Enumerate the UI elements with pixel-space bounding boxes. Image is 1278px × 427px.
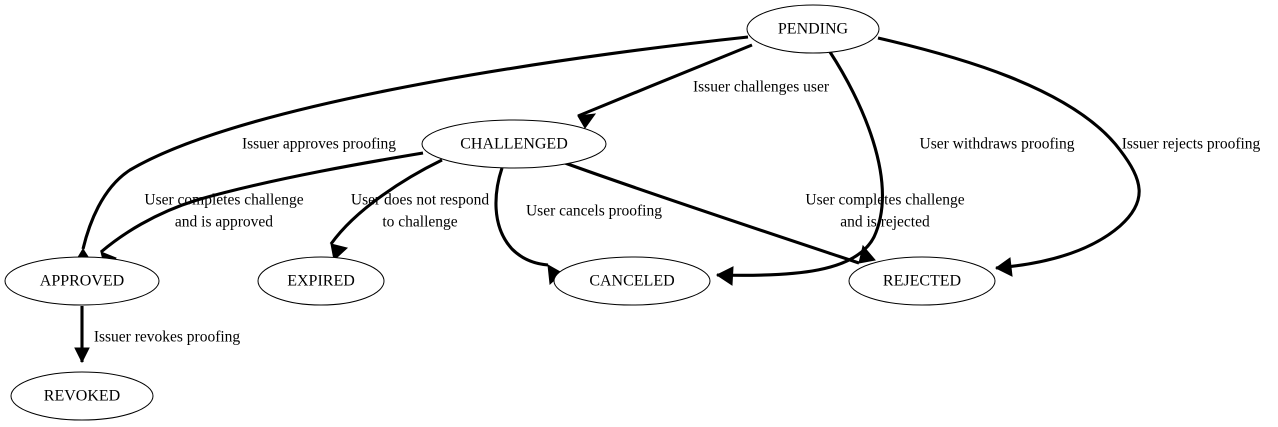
node-approved[interactable]: APPROVED [4, 256, 160, 306]
edge-line-challenged-to-approved [99, 151, 424, 254]
edge-approved-to-revoked[interactable] [74, 306, 90, 364]
node-rejected[interactable]: REJECTED [848, 256, 996, 306]
node-shape-rejected[interactable] [848, 256, 996, 306]
edge-line-pending-to-canceled [716, 51, 884, 277]
node-shape-pending[interactable] [746, 4, 880, 54]
edge-challenged-to-expired[interactable] [329, 158, 443, 261]
edge-line-pending-to-approved [81, 35, 749, 250]
edge-line-challenged-to-rejected [564, 161, 860, 265]
edge-pending-to-rejected[interactable] [877, 36, 1141, 277]
arrowhead-icon [330, 243, 349, 261]
node-shape-approved[interactable] [4, 256, 160, 306]
arrowhead-icon [74, 347, 90, 364]
node-revoked[interactable]: REVOKED [10, 371, 154, 421]
edge-line-challenged-to-expired [329, 158, 443, 245]
node-pending[interactable]: PENDING [746, 4, 880, 54]
arrowhead-icon [577, 113, 597, 129]
arrowhead-icon [716, 266, 734, 286]
edge-line-pending-to-challenged [577, 43, 753, 118]
edge-line-pending-to-rejected [877, 36, 1141, 270]
node-canceled[interactable]: CANCELED [553, 256, 711, 306]
node-shape-canceled[interactable] [553, 256, 711, 306]
edge-pending-to-challenged[interactable] [577, 43, 753, 129]
node-shape-revoked[interactable] [10, 371, 154, 421]
edge-pending-to-canceled[interactable] [716, 51, 884, 286]
node-shape-challenged[interactable] [421, 119, 607, 169]
node-challenged[interactable]: CHALLENGED [421, 119, 607, 169]
node-expired[interactable]: EXPIRED [257, 256, 385, 306]
node-shape-expired[interactable] [257, 256, 385, 306]
arrowhead-icon [995, 257, 1013, 277]
edge-line-challenged-to-canceled [494, 167, 549, 267]
